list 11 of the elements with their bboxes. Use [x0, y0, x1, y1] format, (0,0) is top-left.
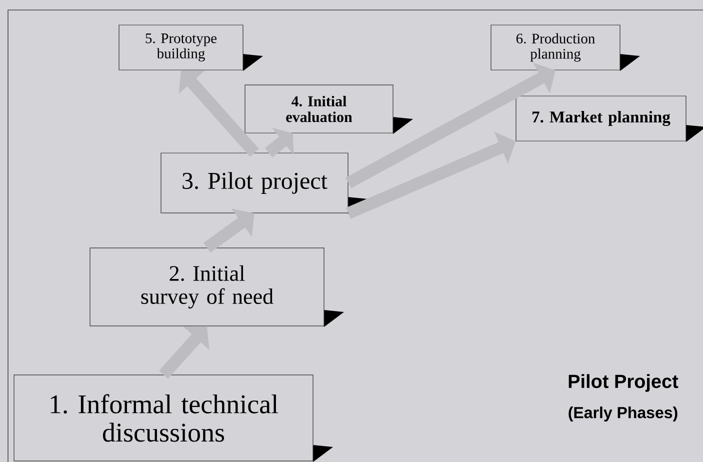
process-box: 7. Market planning — [516, 96, 703, 142]
block-arrow — [203, 208, 254, 253]
heading-text: Pilot Project — [568, 374, 678, 392]
process-box: 3. Pilot project — [160, 152, 368, 214]
block-arrow — [178, 70, 259, 157]
process-box: 6. Production planning — [490, 24, 640, 71]
process-box: 1. Informal technical discussions — [14, 374, 333, 462]
heading-text: (Early Phases) — [568, 406, 678, 422]
process-box: 5. Prototype building — [118, 24, 263, 71]
process-box: 4. Initial evaluation — [244, 84, 413, 134]
process-box: 2. Initial survey of need — [90, 248, 344, 327]
